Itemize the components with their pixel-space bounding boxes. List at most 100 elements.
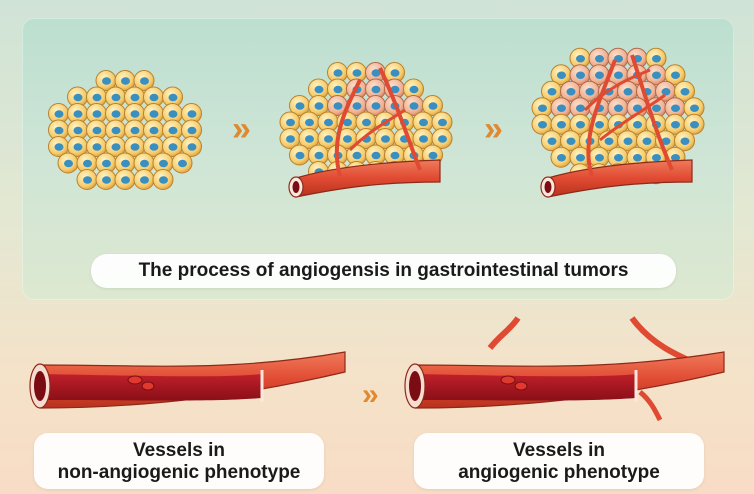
cell-nucleus — [83, 159, 92, 168]
cell-nucleus — [168, 126, 178, 135]
tumor-vessel-3 — [540, 54, 693, 198]
cell-nucleus — [428, 102, 438, 110]
cell-nucleus — [111, 126, 121, 135]
cell-nucleus — [187, 110, 197, 118]
cell-nucleus — [149, 110, 159, 118]
cell-nucleus — [595, 153, 604, 162]
caption-line: Vessels in — [133, 440, 225, 461]
cell-nucleus — [324, 135, 333, 143]
cell-nucleus — [390, 85, 400, 94]
angiogenic-caption: Vessels in angiogenic phenotype — [414, 433, 704, 489]
cell-nucleus — [547, 137, 557, 146]
cell-nucleus — [671, 153, 680, 162]
cell-nucleus — [324, 118, 333, 127]
non-angiogenic-vessel — [29, 351, 346, 409]
cell-nucleus — [623, 87, 633, 96]
cell-nucleus — [111, 93, 121, 102]
cell-nucleus — [102, 159, 111, 168]
cell-nucleus — [557, 104, 566, 113]
cell-nucleus — [557, 153, 566, 162]
cell-nucleus — [64, 159, 73, 168]
progress-arrow-icon: » — [484, 110, 503, 148]
cell-nucleus — [54, 110, 64, 118]
cell-nucleus — [576, 71, 585, 80]
cell-nucleus — [390, 151, 400, 160]
cell-nucleus — [83, 176, 92, 184]
cell-nucleus — [671, 71, 680, 80]
cell-nucleus — [159, 159, 168, 168]
progress-arrow-icon: » — [362, 378, 379, 411]
cell-nucleus — [419, 135, 428, 143]
cell-nucleus — [576, 54, 585, 63]
cell-nucleus — [371, 102, 381, 110]
cell-nucleus — [121, 77, 130, 85]
cell-nucleus — [381, 135, 390, 143]
cell-nucleus — [187, 143, 197, 151]
caption-line: angiogenic phenotype — [458, 462, 660, 483]
cell-nucleus — [54, 143, 64, 151]
cell-nucleus — [92, 110, 102, 118]
cell-nucleus — [661, 87, 671, 96]
cell-nucleus — [576, 104, 585, 113]
cell-nucleus — [121, 176, 130, 184]
cell-nucleus — [92, 126, 102, 135]
cell-nucleus — [140, 159, 149, 168]
caption-line: Vessels in — [513, 440, 605, 461]
process-caption: The process of angiogensis in gastrointe… — [91, 254, 676, 288]
cell-nucleus — [130, 93, 140, 102]
cell-nucleus — [73, 110, 83, 118]
cell-nucleus — [333, 85, 343, 94]
cell-nucleus — [409, 102, 419, 110]
cell-nucleus — [149, 143, 159, 151]
cell-nucleus — [130, 143, 140, 151]
cell-nucleus — [111, 143, 121, 151]
cell-nucleus — [557, 71, 566, 80]
cell-nucleus — [652, 71, 661, 80]
cell-nucleus — [305, 118, 314, 127]
cell-nucleus — [538, 104, 547, 113]
cell-nucleus — [54, 126, 64, 135]
cell-nucleus — [73, 126, 83, 135]
cell-nucleus — [73, 93, 83, 102]
cell-nucleus — [690, 120, 699, 129]
cell-nucleus — [623, 137, 633, 146]
cell-nucleus — [140, 77, 149, 85]
cell-nucleus — [614, 153, 623, 162]
cell-nucleus — [633, 104, 642, 113]
cell-nucleus — [576, 153, 585, 162]
cell-nucleus — [566, 87, 576, 96]
cell-nucleus — [642, 137, 652, 146]
cell-nucleus — [352, 69, 362, 77]
cell-nucleus — [671, 120, 680, 129]
cell-nucleus — [652, 153, 661, 162]
cell-nucleus — [295, 102, 305, 110]
cell-nucleus — [333, 69, 343, 77]
cell-nucleus — [362, 118, 371, 127]
cell-nucleus — [680, 87, 690, 96]
cell-nucleus — [314, 85, 324, 94]
cell-nucleus — [140, 176, 149, 184]
cell-nucleus — [614, 71, 623, 80]
cell-nucleus — [352, 102, 362, 110]
cell-nucleus — [547, 87, 557, 96]
caption-line: non-angiogenic phenotype — [57, 462, 301, 483]
cell-nucleus — [343, 135, 352, 143]
cell-nucleus — [595, 71, 604, 80]
cell-nucleus — [314, 102, 324, 110]
cell-nucleus — [371, 69, 381, 77]
cell-nucleus — [585, 87, 595, 96]
cell-nucleus — [343, 118, 352, 127]
cell-nucleus — [438, 118, 447, 127]
cell-nucleus — [614, 104, 623, 113]
cell-nucleus — [168, 143, 178, 151]
cell-nucleus — [149, 93, 159, 102]
cell-nucleus — [121, 159, 130, 168]
cell-nucleus — [538, 120, 547, 129]
normal-cell-cluster — [48, 70, 202, 190]
cell-nucleus — [438, 135, 447, 143]
cell-nucleus — [305, 135, 314, 143]
cell-nucleus — [92, 93, 102, 102]
cell-nucleus — [130, 110, 140, 118]
cell-nucleus — [352, 151, 362, 160]
